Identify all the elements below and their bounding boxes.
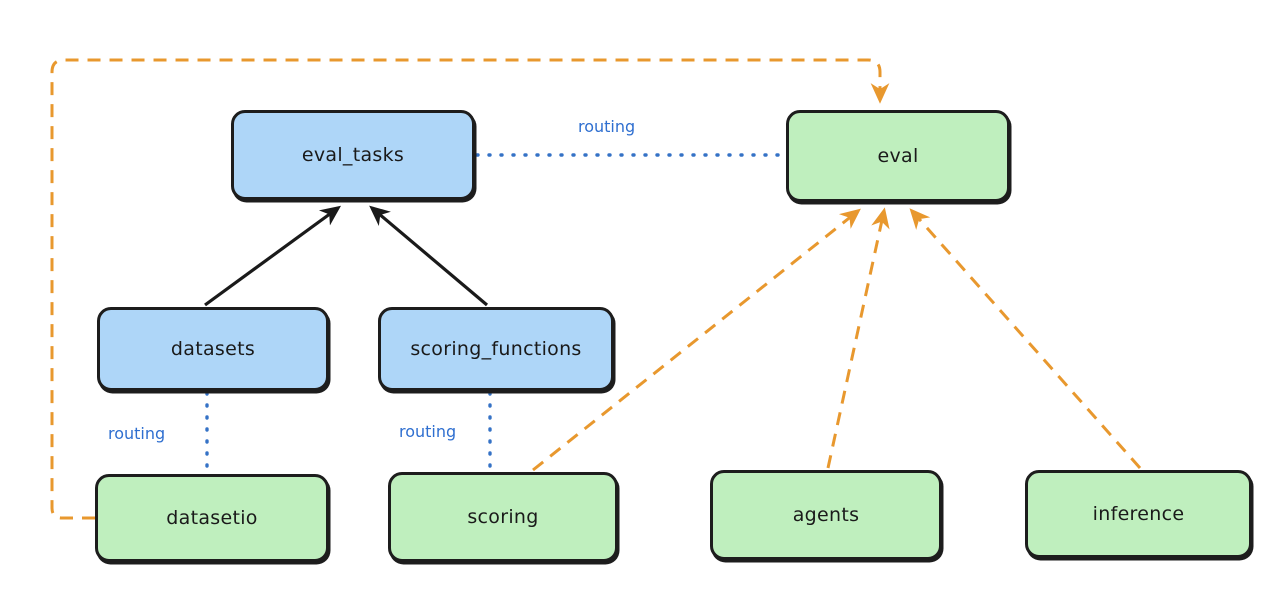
- node-label-datasetio: datasetio: [166, 507, 258, 529]
- node-eval[interactable]: eval: [786, 110, 1010, 202]
- node-label-agents: agents: [792, 504, 860, 526]
- node-eval-tasks[interactable]: eval_tasks: [231, 110, 475, 200]
- edge-label-routing-scoring: routing: [399, 422, 457, 441]
- node-label-eval: eval: [877, 145, 919, 167]
- node-label-datasets: datasets: [170, 338, 256, 360]
- node-datasets[interactable]: datasets: [97, 307, 329, 391]
- edge-scoring_functions-to-eval_tasks: [369, 205, 489, 307]
- node-label-eval-tasks: eval_tasks: [301, 144, 405, 166]
- node-agents[interactable]: agents: [710, 470, 942, 560]
- node-datasetio[interactable]: datasetio: [95, 474, 329, 562]
- edge-datasetio-to-eval: [50, 58, 890, 520]
- edge-label-routing-eval: routing: [578, 117, 636, 136]
- node-label-scoring-functions: scoring_functions: [410, 338, 582, 360]
- node-label-scoring: scoring: [467, 506, 539, 528]
- edge-scoring-to-eval: [532, 208, 861, 472]
- edge-inference-to-eval: [909, 208, 1142, 469]
- node-scoring[interactable]: scoring: [388, 472, 618, 562]
- node-label-inference: inference: [1092, 503, 1185, 525]
- node-scoring-functions[interactable]: scoring_functions: [378, 307, 614, 391]
- edge-datasets-to-eval_tasks: [204, 205, 342, 307]
- node-inference[interactable]: inference: [1025, 470, 1252, 558]
- edge-label-routing-datasetio: routing: [108, 424, 166, 443]
